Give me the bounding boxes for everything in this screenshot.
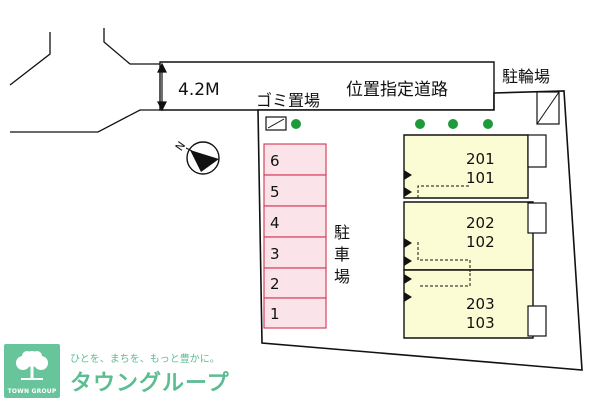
parking-space: [263, 297, 327, 329]
parking-space: [263, 143, 327, 176]
unit-number-lower: 103: [466, 314, 495, 332]
parking-spaces: [263, 143, 327, 329]
bicycle-parking-label: 駐輪場: [502, 67, 550, 86]
tree: [483, 119, 493, 129]
parking-space: [263, 267, 327, 299]
apartment-building: [403, 134, 547, 339]
parking-space: [263, 205, 327, 238]
trees: [291, 119, 493, 129]
building-unit-block: [403, 269, 534, 339]
unit-number-lower: 101: [466, 169, 495, 187]
logo-name: タウングループ: [70, 371, 230, 396]
tree: [291, 119, 301, 129]
road-width-dimension: [157, 62, 167, 112]
parking-space: [263, 174, 327, 207]
unit-number-upper: 201: [466, 150, 495, 168]
parking-space-number: 3: [270, 245, 280, 263]
parking-space-number: 4: [270, 214, 280, 232]
garbage-area-label: ゴミ置場: [256, 91, 320, 110]
parking-space-number: 1: [270, 305, 280, 323]
tree: [415, 119, 425, 129]
tree-logo-icon: TOWN GROUP: [4, 344, 60, 398]
compass-north-label: N: [173, 139, 188, 153]
unit-number-upper: 203: [466, 295, 495, 313]
road-width-label: 4.2M: [178, 80, 220, 100]
north-compass-icon: [185, 141, 220, 175]
parking-label: 駐 車 場: [334, 223, 355, 286]
parking-space-number: 5: [270, 183, 280, 201]
unit-number-lower: 102: [466, 233, 495, 251]
road-name-label: 位置指定道路: [346, 80, 448, 100]
parking-space-number: 6: [270, 152, 280, 170]
road-edges: [9, 28, 160, 133]
logo-mark-text: TOWN GROUP: [7, 388, 57, 395]
unit-number-upper: 202: [466, 214, 495, 232]
town-group-logo: TOWN GROUP ひとを、まちを、もっと豊かに。 タウングループ: [4, 344, 244, 398]
logo-tagline: ひとを、まちを、もっと豊かに。: [70, 354, 220, 365]
parking-space-number: 2: [270, 275, 280, 293]
tree: [448, 119, 458, 129]
